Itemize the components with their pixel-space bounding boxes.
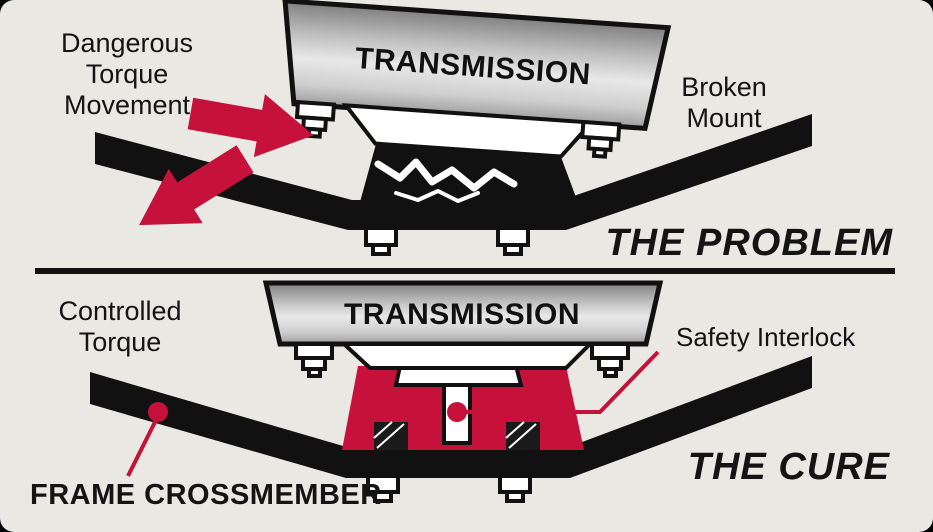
transmission-label-cure: TRANSMISSION bbox=[344, 298, 580, 331]
transmission-pan-cure bbox=[338, 342, 595, 370]
mounting-bolt bbox=[364, 226, 398, 256]
callout-dot-crossmember bbox=[148, 402, 168, 422]
callout-dot-interlock bbox=[447, 402, 467, 422]
section-divider bbox=[35, 268, 895, 274]
stud-block bbox=[373, 421, 408, 450]
transmission-pan-problem bbox=[341, 103, 596, 159]
transmission-assembly-problem: TRANSMISSION bbox=[282, 0, 672, 159]
stud-block bbox=[505, 421, 540, 450]
transmission-assembly-cure: TRANSMISSION bbox=[262, 280, 664, 378]
transmission-body-problem bbox=[282, 0, 672, 131]
mounting-bolt bbox=[496, 226, 530, 256]
callout-line-crossmember bbox=[126, 415, 160, 477]
problem-title: THE PROBLEM bbox=[605, 222, 893, 264]
frame-crossmember-label: FRAME CROSSMEMBER bbox=[30, 479, 382, 511]
cure-title: THE CURE bbox=[687, 446, 890, 488]
dangerous-torque-label: Dangerous Torque Movement bbox=[60, 28, 194, 120]
mounting-bolt bbox=[366, 474, 400, 503]
broken-mount-label: Broken Mount bbox=[681, 72, 767, 133]
flange-bolt bbox=[590, 342, 630, 378]
controlled-torque-label: Controlled Torque bbox=[58, 296, 182, 357]
frame-crossmember-problem bbox=[95, 114, 812, 230]
torque-arrow-icon bbox=[139, 145, 254, 226]
frame-crossmember-cure bbox=[90, 356, 812, 478]
callout-line-interlock bbox=[462, 350, 660, 414]
crack-line bbox=[374, 158, 518, 192]
flange-bolt bbox=[294, 99, 337, 139]
flange-bolt bbox=[580, 119, 622, 159]
torque-arrow-icon bbox=[187, 94, 314, 158]
transmission-body-cure bbox=[262, 280, 664, 347]
flange-bolt bbox=[294, 342, 334, 378]
safety-interlock-label: Safety Interlock bbox=[676, 322, 856, 352]
crack-line bbox=[394, 189, 480, 203]
mounting-bolt bbox=[498, 474, 532, 503]
